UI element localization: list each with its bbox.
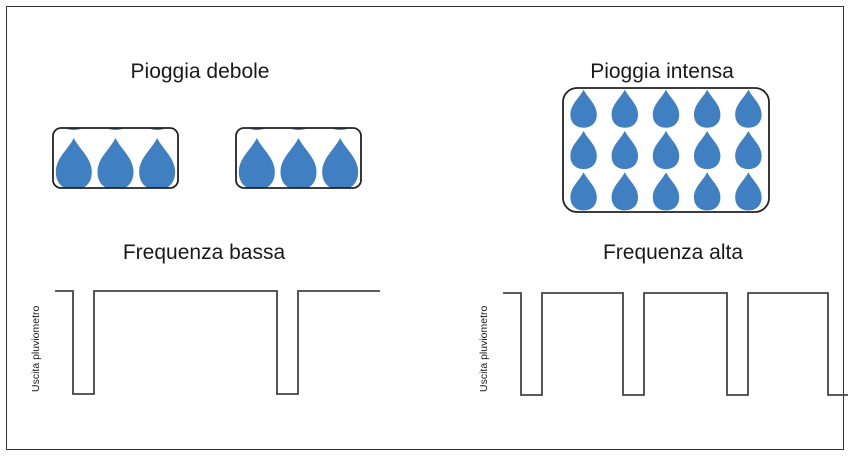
raindrop-icon <box>776 48 802 86</box>
raindrop-icon <box>239 198 275 250</box>
raindrop-icon <box>653 214 679 252</box>
raindrop-icon <box>570 172 597 211</box>
raindrop-icon <box>139 128 176 130</box>
heavy-rain-box <box>529 48 802 252</box>
raindrop-icon <box>14 138 50 190</box>
raindrop-icon <box>776 131 802 169</box>
raindrop-icon <box>181 198 217 250</box>
raindrop-icon <box>570 214 596 252</box>
raindrop-icon <box>364 78 400 130</box>
raindrop-icon <box>181 78 217 130</box>
raindrop-icon <box>652 172 680 211</box>
raindrop-icon <box>570 89 597 128</box>
low-frequency-label: Frequenza bassa <box>122 241 286 264</box>
low-frequency-signal <box>55 290 380 395</box>
raindrop-icon <box>197 78 233 130</box>
raindrop-icon <box>735 89 762 128</box>
raindrop-icon <box>694 172 721 211</box>
light-rain-box-2 <box>197 78 400 250</box>
raindrop-icon <box>55 128 92 130</box>
raindrop-icon <box>612 48 638 86</box>
raindrop-icon <box>529 131 555 169</box>
light-rain-box-1 <box>14 78 217 250</box>
raindrop-icon <box>181 138 217 190</box>
raindrop-icon <box>612 214 638 252</box>
raindrop-icon <box>322 138 359 188</box>
raindrop-icon <box>570 130 597 170</box>
high-frequency-label: Frequenza alta <box>602 241 744 264</box>
raindrop-icon <box>364 198 400 250</box>
raindrop-icon <box>653 48 679 86</box>
raindrop-icon <box>364 138 400 190</box>
raindrop-icon <box>570 48 596 86</box>
raindrop-icon <box>694 130 721 170</box>
raindrop-icon <box>97 128 134 130</box>
raindrop-icon <box>735 172 762 211</box>
raindrop-icon <box>56 198 92 250</box>
raindrop-icon <box>694 89 721 128</box>
raindrop-icon <box>735 214 761 252</box>
raindrop-icon <box>281 198 317 250</box>
raindrop-icon <box>322 198 358 250</box>
raindrop-icon <box>197 198 233 250</box>
raindrop-icon <box>280 138 317 188</box>
raindrop-icon <box>529 48 555 86</box>
raindrop-icon <box>97 138 134 188</box>
raindrop-icon <box>529 214 555 252</box>
raindrop-icon <box>197 138 233 190</box>
raindrop-icon <box>611 172 638 211</box>
raindrop-icon <box>611 130 638 170</box>
raindrop-icon <box>529 90 555 128</box>
raindrop-icon <box>776 172 802 210</box>
raindrop-icon <box>98 198 134 250</box>
raindrop-icon <box>238 138 275 188</box>
raindrop-icon <box>652 130 680 170</box>
raindrop-icon <box>280 128 317 130</box>
raindrop-icon <box>238 128 275 130</box>
raindrop-icon <box>694 214 720 252</box>
raindrop-icon <box>735 130 762 170</box>
raindrop-icon <box>139 138 176 188</box>
raindrop-icon <box>652 89 680 128</box>
raindrop-icon <box>55 138 92 188</box>
raindrop-icon <box>776 214 802 252</box>
raindrop-icon <box>139 198 175 250</box>
raindrop-icon <box>694 48 720 86</box>
raindrop-icon <box>529 172 555 210</box>
raindrop-icon <box>14 198 50 250</box>
diagram-frame <box>6 6 844 450</box>
raindrop-icon <box>611 89 638 128</box>
raindrop-icon <box>14 78 50 130</box>
heavy-rain-title: Pioggia intensa <box>590 60 734 83</box>
light-rain-title: Pioggia debole <box>130 60 270 83</box>
raindrop-icon <box>322 128 359 130</box>
raindrop-icon <box>735 48 761 86</box>
raindrop-icon <box>776 90 802 128</box>
high-frequency-signal <box>503 292 848 396</box>
